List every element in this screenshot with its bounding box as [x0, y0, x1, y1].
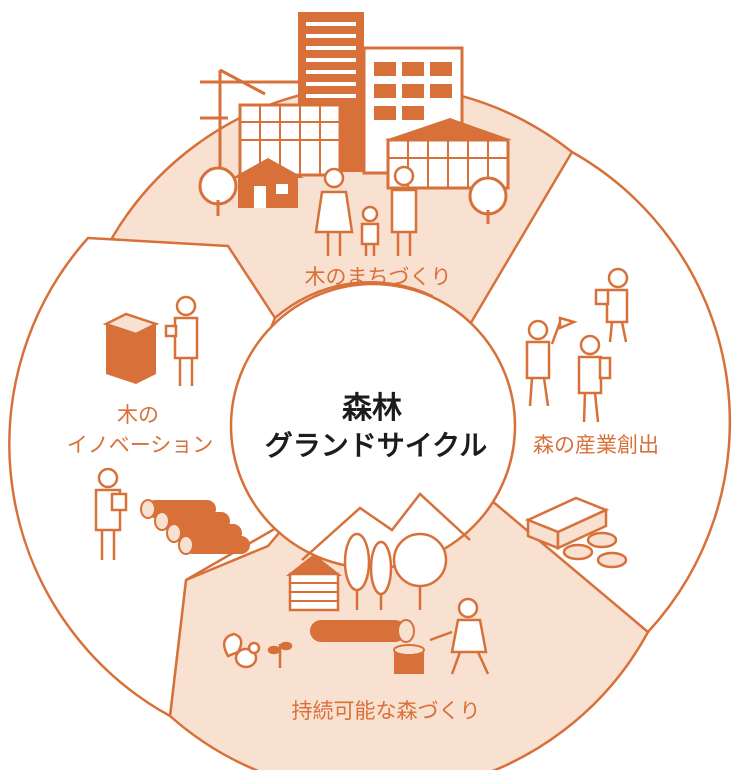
forest-illustration — [222, 492, 490, 675]
innovation-illustration — [94, 295, 250, 560]
seedling-icon — [267, 641, 293, 668]
hiker-with-backpack-icon — [577, 334, 612, 423]
presenter-icon — [594, 267, 629, 343]
mountain-icon — [301, 492, 471, 561]
hiker-with-flag-icon — [525, 316, 578, 407]
office-building-icon — [238, 103, 342, 177]
industry-illustration — [524, 267, 629, 569]
center-disc — [229, 282, 517, 570]
label-forest: 持続可能な森づくり — [292, 699, 481, 723]
researcher-icon — [164, 295, 199, 386]
label-industry: 森の産業創出 — [533, 433, 659, 457]
cycle-ring — [8, 83, 732, 770]
family-icon — [314, 165, 418, 256]
center-title-line2: グランドサイクル — [265, 429, 488, 462]
tree-icon — [198, 166, 238, 216]
stump-icon — [393, 644, 425, 674]
label-town: 木のまちづくり — [305, 265, 452, 289]
label-innovation-line1: 木の — [117, 403, 159, 427]
town-illustration — [198, 12, 512, 256]
lumber-stack-icon — [140, 499, 250, 555]
wooden-house-icon — [232, 158, 304, 208]
crane-icon — [200, 68, 300, 175]
tree-icon — [468, 176, 508, 224]
businessman-icon — [94, 467, 128, 560]
label-innovation-line2: イノベーション — [67, 433, 214, 457]
log-cabin-icon — [286, 554, 342, 612]
wood-block-icon — [102, 312, 160, 384]
money-stack-icon — [524, 496, 610, 550]
coins-icon — [562, 531, 628, 569]
forest-trees-icon — [343, 532, 448, 610]
center-title-line1: 森林 — [342, 391, 402, 426]
cut-log-icon — [310, 619, 415, 643]
lumberjack-icon — [429, 597, 490, 675]
squirrel-icon — [222, 632, 261, 669]
